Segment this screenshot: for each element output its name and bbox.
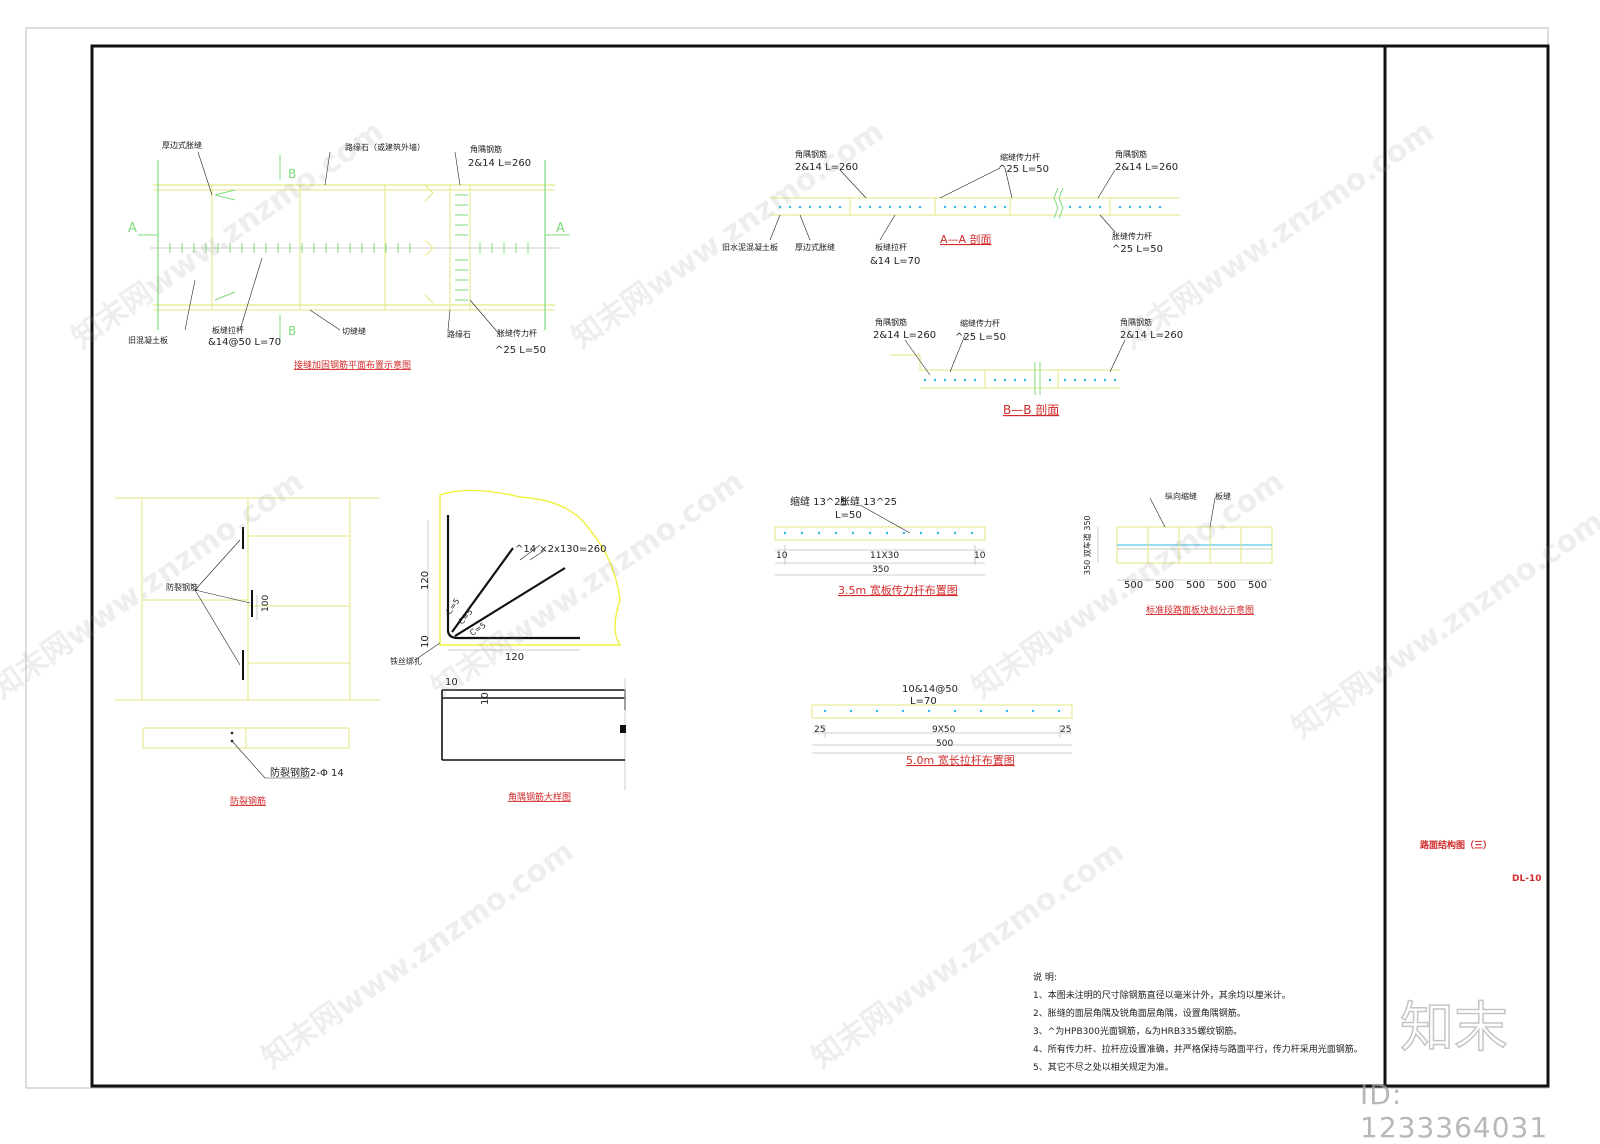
aa-title: A—A 剖面 [940, 232, 992, 246]
bb-label-shrink-spec: ^25 L=50 [955, 332, 1006, 343]
slab-lbl-long: 纵向缩缝 [1165, 491, 1197, 501]
plan-label-houtoushi: 厚边式胀缝 [162, 140, 202, 150]
bb-label-jiaoyu2-spec: 2&14 L=260 [1120, 330, 1183, 341]
plan-label-tie-bar: 板缝拉杆 [212, 325, 244, 335]
corner-anchor: 铁丝绑扎 [390, 656, 422, 666]
plan-label-dowel-spec: ^25 L=50 [495, 345, 546, 356]
tie50-dim-mid: 9X50 [932, 725, 956, 735]
corner-detail-drawing [414, 489, 626, 790]
slab-seg-2: 500 [1155, 580, 1174, 591]
dowel35-title: 3.5m 宽板传力杆布置图 [838, 583, 958, 597]
dowel35-note1: 缩缝 13^25 [790, 495, 847, 508]
dowel35-dim-right: 10 [974, 551, 986, 561]
plan-label-dowel: 胀缝传力杆 [497, 328, 537, 338]
slab-lbl-shrink: 板缝 [1215, 491, 1231, 501]
aa-label-shrink-dowel: 缩缝传力杆 [1000, 152, 1040, 162]
aa-label-old-slab: 旧水泥混凝土板 [722, 242, 778, 252]
tie50-note2: L=70 [910, 696, 937, 707]
plan-label-luyuan2: 路缘石 [447, 329, 471, 339]
plan-label-cut-joint: 切缝缝 [342, 326, 366, 336]
notes-item-5: 5、其它不尽之处以相关规定为准。 [1033, 1061, 1174, 1073]
aa-label-tie-spec: &14 L=70 [870, 256, 920, 267]
inner-frame [90, 44, 1550, 1088]
corner-lbl-a: C=5 [444, 597, 461, 616]
slab-dim-v: 350 双车道 350 [1082, 515, 1092, 575]
anti-crack-drawing [115, 497, 380, 779]
aa-label-shrink-spec: ^25 L=50 [998, 164, 1049, 175]
tie50-dim-right: 25 [1060, 725, 1071, 735]
tie50-note1: 10&14@50 [902, 684, 958, 695]
aa-label-dowel-spec: ^25 L=50 [1112, 244, 1163, 255]
brand-logo-text: 知末 [1400, 996, 1508, 1059]
sheet-number: DL-10 [1512, 874, 1541, 884]
tie50-dim-total: 500 [936, 739, 953, 749]
plan-label-jiaoyu-title: 角隅钢筋 [470, 144, 502, 154]
aa-label-jiaoyu2-spec: 2&14 L=260 [1115, 162, 1178, 173]
corner-dim-10h-b: 10 [480, 692, 491, 705]
section-bb-drawing [890, 334, 1126, 395]
plan-label-luyuanshi: 路缘石（或建筑外墙） [345, 142, 425, 152]
dowel-35-drawing [774, 504, 986, 576]
aa-label-thick-edge: 厚边式胀缝 [795, 242, 835, 252]
notes-item-3: 3、^为HPB300光面钢筋，&为HRB335螺纹钢筋。 [1033, 1025, 1242, 1037]
plan-label-old-concrete: 旧混凝土板 [128, 335, 168, 345]
plan-label-b-bottom: B [288, 324, 296, 338]
dowel35-dim-mid: 11X30 [870, 551, 899, 561]
corner-dim-10v: 10 [420, 635, 431, 648]
anti-crack-dim: 100 [261, 595, 271, 612]
corner-dim-120h: 120 [505, 652, 524, 663]
corner-lbl-c: C=5 [468, 621, 487, 638]
plan-label-a-right: A [556, 221, 565, 236]
notes-item-2: 2、胀缝的面层角隅及锐角面层角隅，设置角隅钢筋。 [1033, 1007, 1246, 1019]
dowel35-note3: L=50 [835, 510, 862, 521]
bb-label-jiaoyu-title: 角隅钢筋 [875, 317, 907, 327]
corner-title: 角隅钢筋大样图 [508, 791, 571, 803]
tie50-dim-left: 25 [814, 725, 825, 735]
aa-label-jiaoyu-spec: 2&14 L=260 [795, 162, 858, 173]
slab-seg-3: 500 [1186, 580, 1205, 591]
corner-dim-120v: 120 [420, 571, 431, 590]
plan-label-b-top: B [288, 167, 296, 181]
corner-spec: ^14 ×2x130=260 [515, 544, 607, 555]
notes-heading: 说 明: [1033, 971, 1057, 983]
slab-seg-4: 500 [1217, 580, 1236, 591]
notes-item-1: 1、本图未注明的尺寸除钢筋直径以毫米计外，其余均以厘米计。 [1033, 989, 1291, 1001]
aa-label-dowel: 胀缝传力杆 [1112, 231, 1152, 241]
dowel35-note2: 胀缝 13^25 [840, 495, 897, 508]
watermark-id: ID: 1233364031 [1360, 1078, 1549, 1144]
bb-label-jiaoyu-spec: 2&14 L=260 [873, 330, 936, 341]
anti-crack-title: 防裂钢筋 [230, 795, 266, 807]
anti-crack-bottom-label: 防裂钢筋2-Φ 14 [270, 766, 344, 779]
bb-label-jiaoyu2-title: 角隅钢筋 [1120, 317, 1152, 327]
plan-label-jiaoyu-spec: 2&14 L=260 [468, 158, 531, 169]
brand-logo: 知末 [1400, 995, 1509, 1060]
plan-title: 接缝加固钢筋平面布置示意图 [294, 359, 411, 371]
tie50-title: 5.0m 宽长拉杆布置图 [906, 753, 1015, 767]
aa-label-jiaoyu-title: 角隅钢筋 [795, 149, 827, 159]
slab-seg-1: 500 [1124, 580, 1143, 591]
dowel35-dim-left: 10 [776, 551, 788, 561]
bb-label-shrink-dowel: 缩缝传力杆 [960, 318, 1000, 328]
corner-lbl-b: C=5 [457, 607, 475, 626]
bb-title: B—B 剖面 [1003, 403, 1059, 417]
slab-seg-5: 500 [1248, 580, 1267, 591]
notes-item-4: 4、所有传力杆、拉杆应设置准确，并严格保持与路面平行，传力杆采用光面钢筋。 [1033, 1043, 1363, 1055]
section-aa-drawing [769, 167, 1180, 241]
slab-title: 标准段路面板块划分示意图 [1146, 604, 1254, 616]
aa-label-tie-bar: 板缝拉杆 [875, 242, 907, 252]
aa-label-jiaoyu2-title: 角隅钢筋 [1115, 149, 1147, 159]
tie-50-drawing [811, 704, 1073, 754]
corner-dim-10h-a: 10 [445, 677, 458, 688]
dowel35-dim-total: 350 [872, 565, 889, 575]
slab-division-drawing [1097, 497, 1273, 581]
plan-view [138, 151, 570, 340]
plan-label-a-left: A [128, 221, 137, 236]
sheet-title: 路面结构图（三） [1420, 839, 1492, 851]
plan-label-tie-bar-spec: &14@50 L=70 [208, 337, 281, 348]
anti-crack-label: 防裂钢筋 [166, 582, 198, 592]
